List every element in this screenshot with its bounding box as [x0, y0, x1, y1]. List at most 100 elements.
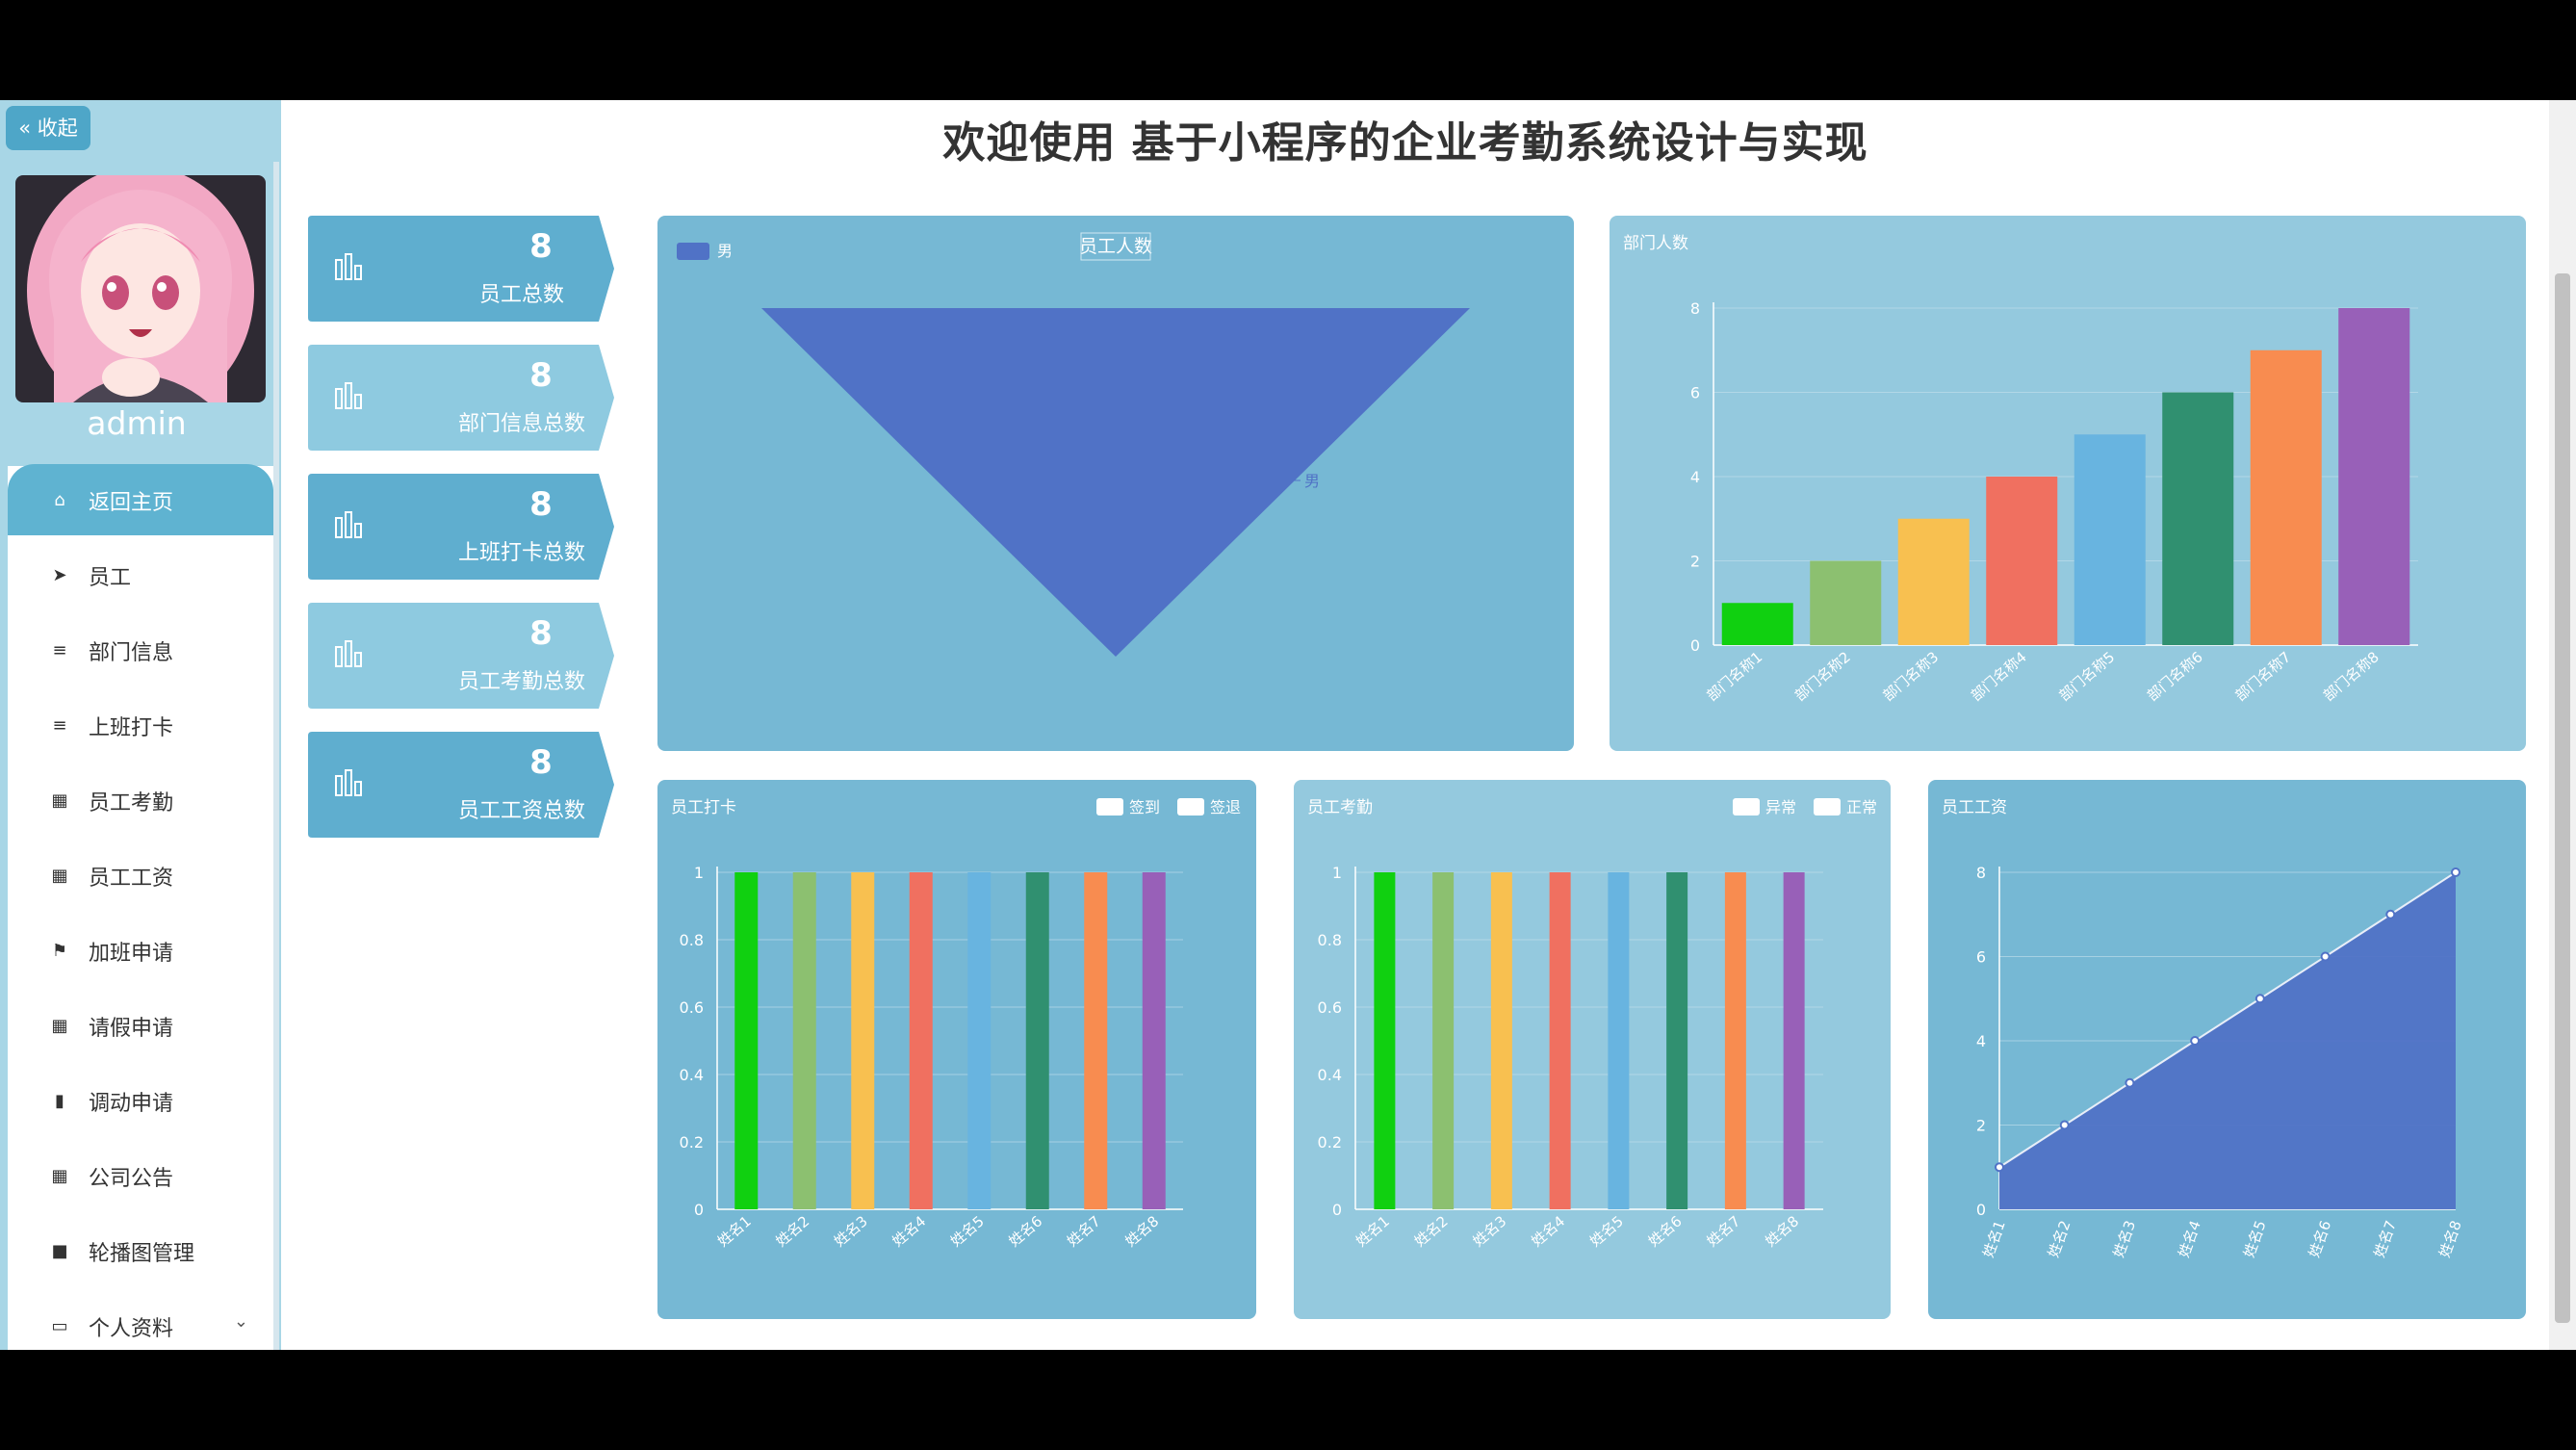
stat-value: 8 — [529, 614, 553, 653]
bar[interactable] — [2250, 350, 2322, 645]
data-point[interactable] — [2385, 909, 2396, 919]
sidebar-item-4[interactable]: ▦员工考勤 — [8, 764, 273, 836]
sidebar-item-9[interactable]: ▦公司公告 — [8, 1140, 273, 1211]
send-icon: ➤ — [52, 564, 67, 585]
bar[interactable] — [1549, 872, 1571, 1209]
y-tick-label: 0 — [1976, 1201, 1986, 1219]
stat-value: 8 — [529, 743, 553, 782]
x-tick-label: 姓名2 — [772, 1212, 812, 1250]
x-tick-label: 姓名6 — [1645, 1212, 1686, 1250]
sidebar-item-label: 员工 — [89, 566, 132, 590]
home-icon: ⌂ — [54, 489, 65, 510]
bar[interactable] — [1721, 603, 1793, 645]
legend-swatch[interactable] — [677, 243, 709, 260]
avatar-image — [15, 175, 266, 402]
bar[interactable] — [1810, 560, 1882, 646]
grid-icon: ▦ — [51, 790, 68, 811]
bar[interactable] — [1666, 872, 1688, 1209]
chart-title: 员工考勤 — [1307, 798, 1373, 817]
legend-swatch[interactable] — [1177, 798, 1204, 816]
bar[interactable] — [1025, 872, 1049, 1209]
bar[interactable] — [1142, 872, 1166, 1209]
y-tick-label: 6 — [1690, 384, 1700, 402]
legend-swatch[interactable] — [1814, 798, 1841, 816]
sidebar-item-1[interactable]: ➤ 员工 — [8, 539, 273, 610]
x-tick-label: 姓名4 — [2175, 1218, 2203, 1259]
data-point[interactable] — [2125, 1077, 2135, 1088]
x-tick-label: 姓名7 — [2371, 1218, 2400, 1259]
bar[interactable] — [2338, 308, 2410, 645]
bar[interactable] — [2074, 434, 2146, 645]
x-tick-label: 部门名称4 — [1968, 648, 2030, 704]
legend-swatch[interactable] — [1733, 798, 1760, 816]
x-tick-label: 部门名称7 — [2231, 648, 2294, 704]
bar[interactable] — [1490, 872, 1512, 1209]
sidebar-item-7[interactable]: ▦请假申请 — [8, 990, 273, 1061]
collapse-button[interactable]: « 收起 — [6, 106, 90, 150]
sidebar-item-label: 加班申请 — [89, 942, 174, 966]
sidebar-item-10[interactable]: ■轮播图管理 — [8, 1215, 273, 1286]
x-tick-label: 姓名3 — [1470, 1212, 1510, 1250]
sidebar-item-label: 公司公告 — [89, 1167, 174, 1191]
data-point[interactable] — [2451, 867, 2460, 877]
data-point[interactable] — [2190, 1036, 2201, 1046]
y-tick-label: 0.6 — [680, 998, 704, 1017]
data-point[interactable] — [2059, 1120, 2070, 1130]
sidebar-scrollbar[interactable] — [273, 162, 279, 1350]
bar[interactable] — [1432, 872, 1455, 1209]
y-tick-label: 8 — [1690, 299, 1700, 318]
legend-label: 签到 — [1129, 798, 1160, 816]
y-tick-label: 0.4 — [1318, 1066, 1342, 1084]
bar[interactable] — [967, 872, 992, 1209]
sidebar-item-2[interactable]: ≡部门信息 — [8, 614, 273, 686]
bar[interactable] — [2162, 392, 2234, 646]
sidebar-item-3[interactable]: ≡上班打卡 — [8, 689, 273, 761]
x-tick-label: 姓名8 — [1121, 1212, 1162, 1250]
bar[interactable] — [1783, 872, 1805, 1209]
data-point[interactable] — [2254, 994, 2265, 1004]
bar-chart-icon — [335, 253, 362, 280]
data-point[interactable] — [1995, 1162, 2004, 1173]
data-point[interactable] — [2320, 951, 2331, 962]
funnel-segment[interactable] — [761, 308, 1470, 657]
y-tick-label: 0.2 — [680, 1133, 704, 1152]
bar-chart-icon: ▮ — [55, 1090, 64, 1111]
flag-icon: ⚑ — [51, 940, 68, 961]
bar[interactable] — [1084, 872, 1108, 1209]
bar[interactable] — [1897, 518, 1970, 645]
grid-icon: ▦ — [51, 865, 68, 886]
sidebar-item-6[interactable]: ⚑ 加班申请 — [8, 915, 273, 986]
app-window: « 收起 admin ⌂返回主页➤员工≡部 — [0, 100, 2576, 1350]
y-tick-label: 0.8 — [680, 931, 704, 949]
bar[interactable] — [1374, 872, 1396, 1209]
bar[interactable] — [909, 872, 933, 1209]
stat-value: 8 — [529, 227, 553, 266]
sidebar-item-8[interactable]: ▮调动申请 — [8, 1065, 273, 1136]
page-scrollbar-thumb[interactable] — [2555, 273, 2570, 1323]
chevron-down-icon[interactable]: ⌄ — [233, 1311, 248, 1332]
stat-value: 8 — [529, 485, 553, 524]
sidebar-item-0[interactable]: ⌂返回主页 — [8, 464, 273, 535]
legend-swatch[interactable] — [1096, 798, 1123, 816]
x-tick-label: 姓名4 — [889, 1212, 929, 1250]
bar[interactable] — [1608, 872, 1630, 1209]
bar[interactable] — [851, 872, 875, 1209]
bar[interactable] — [1724, 872, 1746, 1209]
stat-label: 部门信息总数 — [457, 412, 585, 436]
sidebar-item-5[interactable]: ▦员工工资 — [8, 840, 273, 911]
x-tick-label: 部门名称1 — [1703, 648, 1765, 704]
bar-chart-icon — [335, 511, 362, 538]
sidebar-item-11[interactable]: ▭个人资料⌄ — [8, 1290, 273, 1350]
bar[interactable] — [734, 872, 759, 1209]
bar[interactable] — [792, 872, 816, 1209]
y-tick-label: 4 — [1976, 1032, 1986, 1050]
bar[interactable] — [1986, 477, 2058, 645]
